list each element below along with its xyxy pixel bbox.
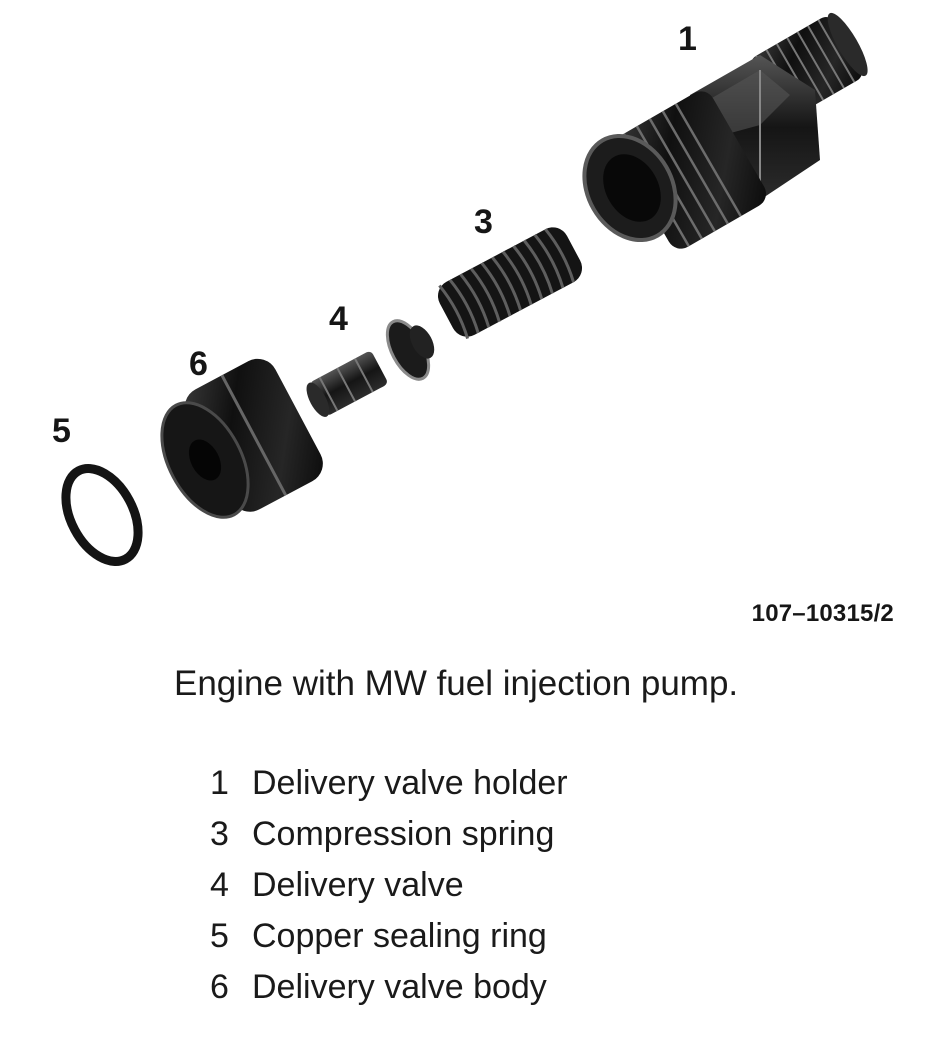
legend-item-text: Copper sealing ring xyxy=(252,917,547,955)
delivery-valve-holder-part xyxy=(582,12,868,249)
legend-item: 6 Delivery valve body xyxy=(210,968,568,1019)
parts-legend: 1 Delivery valve holder 3 Compression spri… xyxy=(210,764,568,1019)
legend-item: 4 Delivery valve xyxy=(210,866,568,917)
legend-item-number: 3 xyxy=(210,815,229,853)
exploded-view-illustration xyxy=(61,12,868,566)
legend-item-text: Delivery valve holder xyxy=(252,764,568,802)
legend-item-number: 6 xyxy=(210,968,229,1006)
legend-item-number: 1 xyxy=(210,764,229,802)
callout-label-3: 3 xyxy=(474,203,493,241)
delivery-valve-part xyxy=(306,319,435,417)
legend-item: 3 Compression spring xyxy=(210,815,568,866)
legend-item-text: Delivery valve xyxy=(252,866,464,904)
legend-item-number: 5 xyxy=(210,917,229,955)
legend-item: 5 Copper sealing ring xyxy=(210,917,568,968)
callout-label-4: 4 xyxy=(329,300,348,338)
delivery-valve-body-part xyxy=(160,358,323,519)
legend-item-text: Compression spring xyxy=(252,815,555,853)
legend-item-text: Delivery valve body xyxy=(252,968,547,1006)
copper-sealing-ring-part xyxy=(61,464,143,566)
figure-reference-code: 107–10315/2 xyxy=(751,600,894,627)
callout-label-6: 6 xyxy=(189,345,208,383)
compression-spring-part xyxy=(437,227,583,339)
legend-item-number: 4 xyxy=(210,866,229,904)
callout-label-1: 1 xyxy=(678,20,697,58)
figure-caption: Engine with MW fuel injection pump. xyxy=(174,664,739,703)
legend-item: 1 Delivery valve holder xyxy=(210,764,568,815)
callout-label-5: 5 xyxy=(52,412,71,450)
